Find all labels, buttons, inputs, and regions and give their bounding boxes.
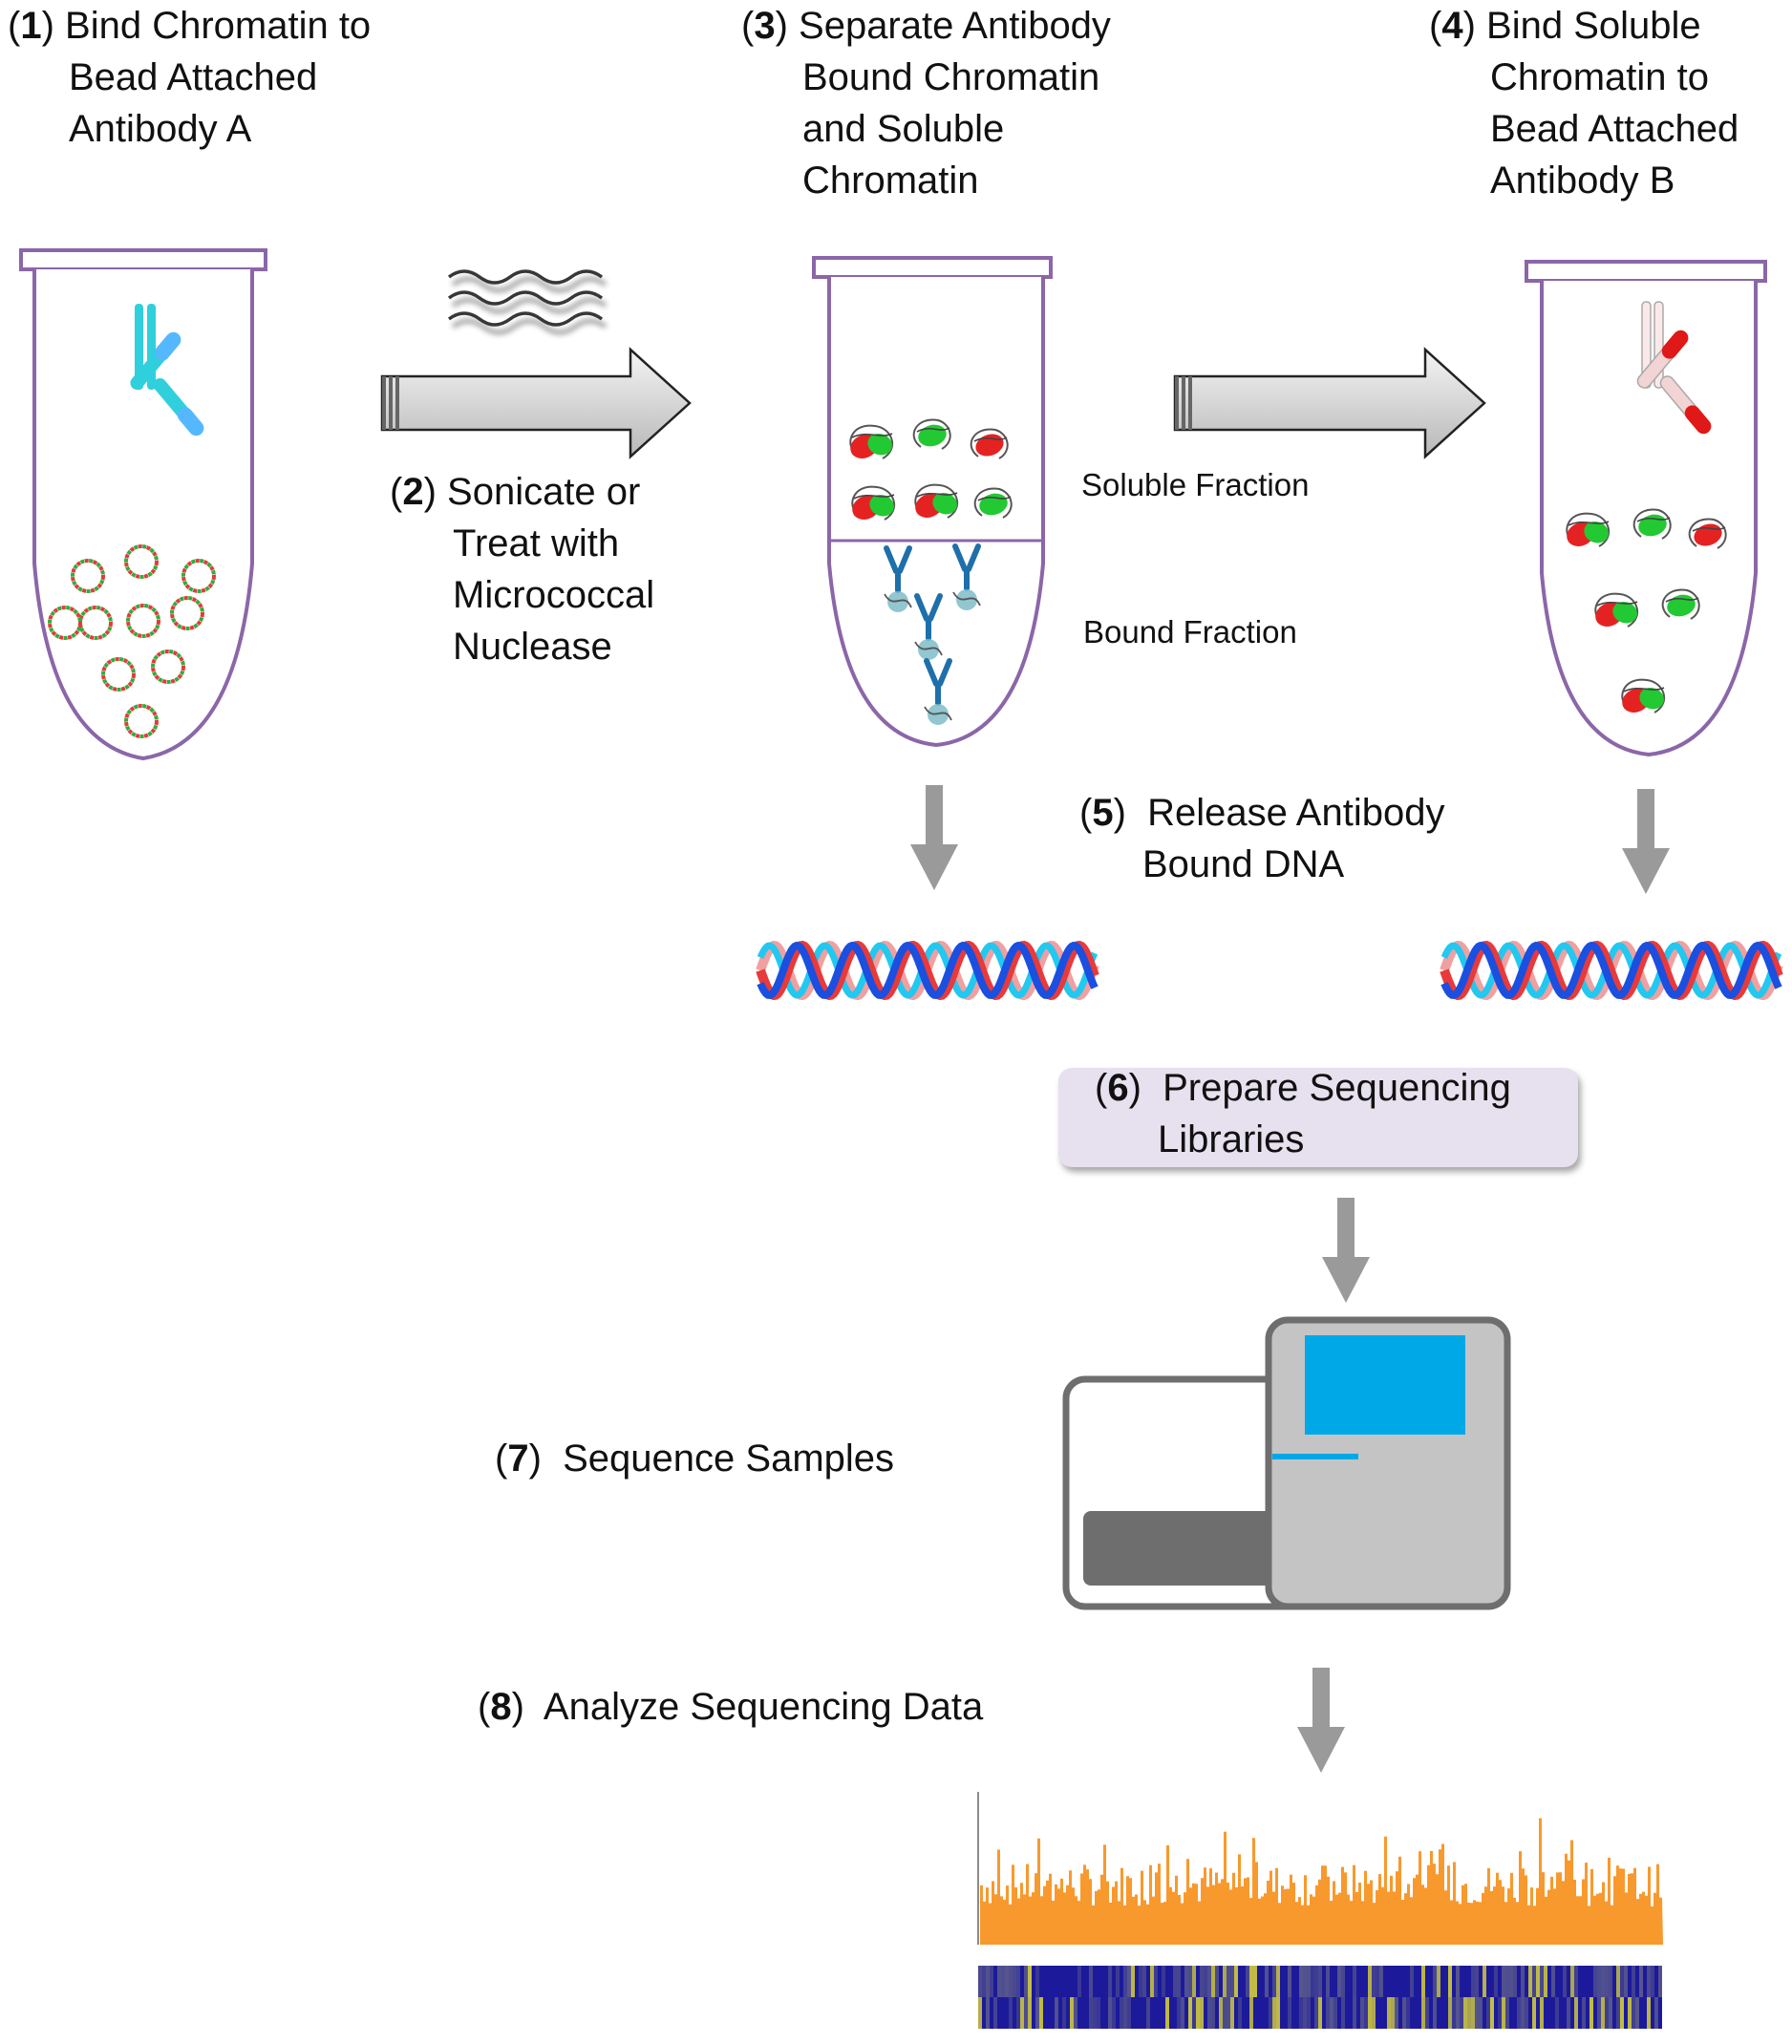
antibody-b [1636,301,1712,435]
process-arrow-1 [380,347,692,459]
down-arrow-2 [1622,789,1670,894]
step-7-label: (7) Sequence Samples [495,1437,895,1480]
step-2-label: (2) Sonicate or Treat with Micrococcal N… [390,471,655,668]
heatmap-track [978,1966,1662,2029]
down-arrow-3 [1322,1198,1370,1303]
process-arrow-2 [1173,347,1486,459]
dna-helix-2 [1440,940,1783,1001]
sonication-waves-icon [447,269,608,335]
step-4-label: (4) Bind Soluble Chromatin to Bead Attac… [1429,5,1739,202]
step-6-label: (6) Prepare Sequencing Libraries [1095,1067,1511,1160]
step-3-label: (3) Separate Antibody Bound Chromatin an… [741,5,1111,202]
down-arrow-4 [1297,1668,1345,1773]
step-1-label: (1) Bind Chromatin to Bead Attached Anti… [8,5,372,150]
step-8-label: (8) Analyze Sequencing Data [478,1686,984,1728]
step-5-label: (5) Release Antibody Bound DNA [1079,792,1445,885]
bound-fraction-label: Bound Fraction [1083,614,1297,649]
soluble-fraction-label: Soluble Fraction [1081,467,1310,502]
antibody-a [130,304,204,436]
sequencer-icon [1062,1316,1511,1610]
dna-helix-1 [756,940,1099,1001]
library-prep-box [1058,1068,1578,1167]
down-arrow-1 [910,785,958,890]
coverage-track [977,1792,1663,1945]
